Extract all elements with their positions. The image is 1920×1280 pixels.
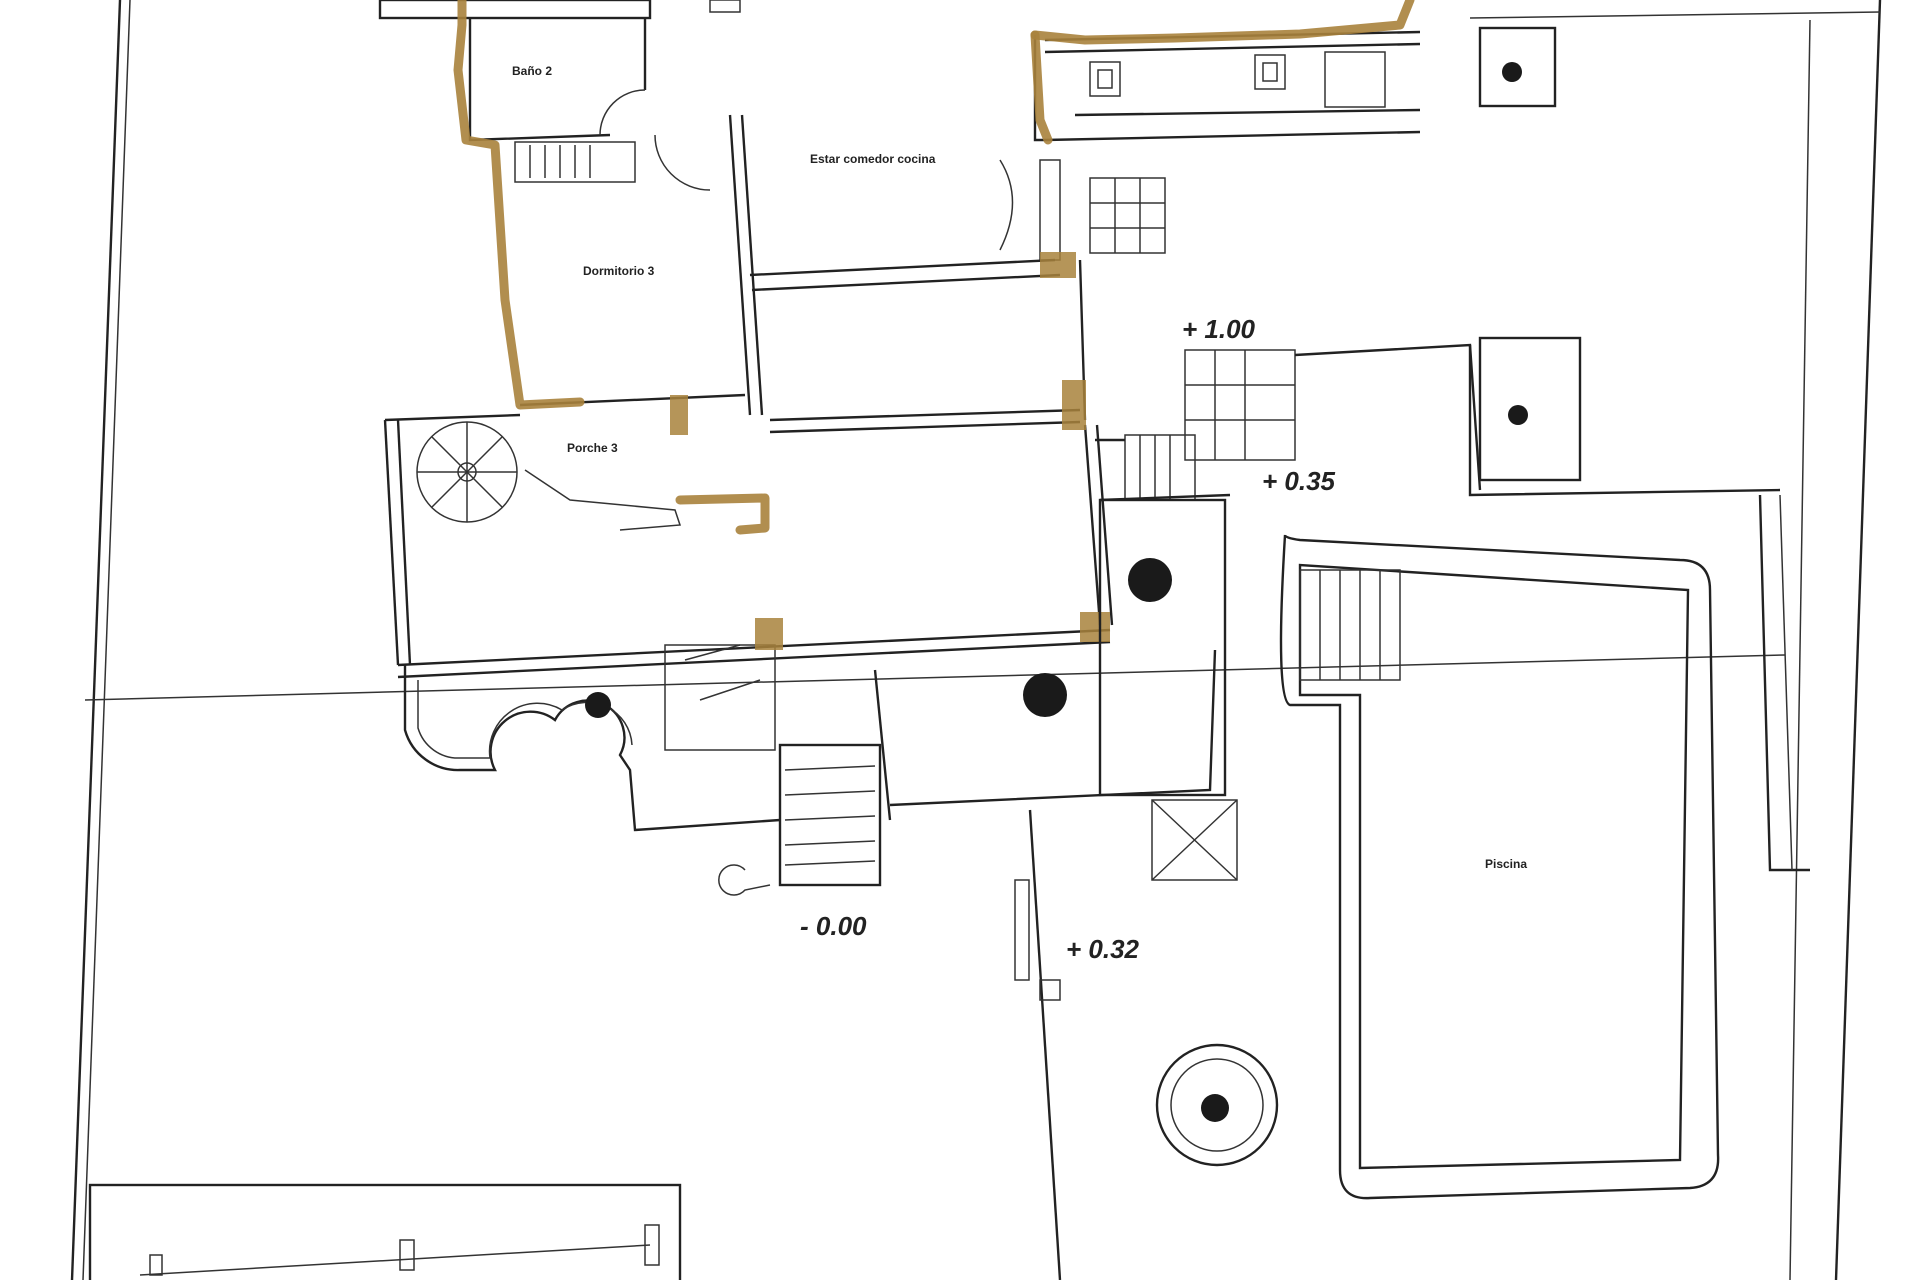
renovated-walls [453,0,1415,650]
level-label-minus-0-00: - 0.00 [800,911,867,941]
bedroom-3 [514,114,1087,434]
bathroom-2 [378,0,741,142]
garden-stairs [1095,336,1781,502]
kitchen-block [999,26,1557,261]
level-label-plus-0-32: + 0.32 [1066,934,1140,964]
room-label-porche-3: Porche 3 [567,441,618,455]
spiral-stair-steps [417,422,517,522]
room-label-bano-2: Baño 2 [512,64,552,78]
pergola [88,1183,682,1280]
patio [1098,494,1810,881]
swimming-pool [1279,534,1720,1200]
trees [585,62,1528,718]
room-label-piscina: Piscina [1485,857,1527,871]
plot-boundary [70,0,1882,1280]
level-label-plus-0-35: + 0.35 [1262,466,1336,496]
fountain [1155,1043,1279,1167]
porch-3 [383,413,1114,832]
lower-stairs [664,644,1217,1280]
level-label-plus-1-00: + 1.00 [1182,314,1256,344]
room-label-estar-comedor-cocina: Estar comedor cocina [810,152,936,166]
room-label-dormitorio-3: Dormitorio 3 [583,264,655,278]
